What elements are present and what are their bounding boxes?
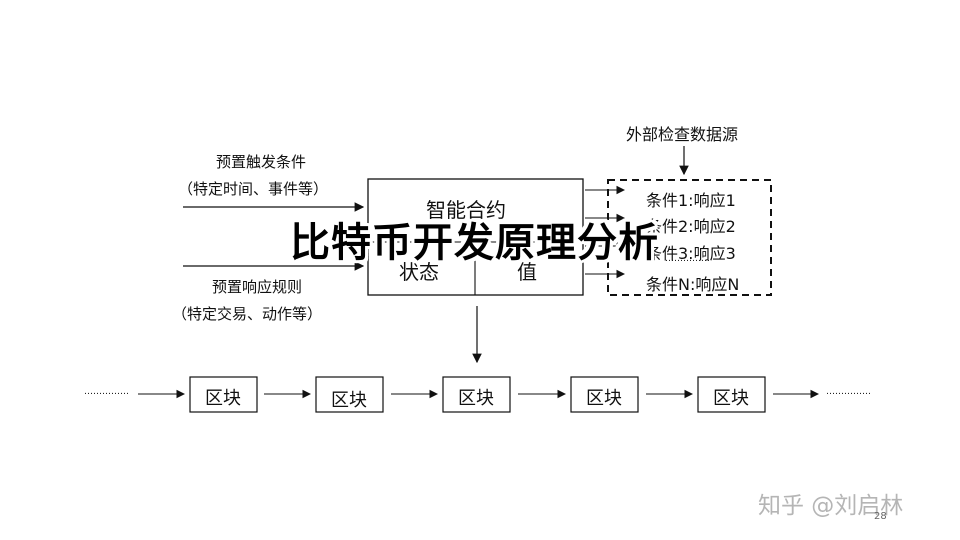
condition-item: 条件2:响应2 [646,217,736,236]
chain-ellipsis-right: …………… [826,387,871,397]
block-box [315,376,384,413]
block-label: 区块 [458,388,494,409]
rule-preset-detail: （特定交易、动作等） [172,305,323,323]
condition-item: 条件3:响应3 [646,244,736,263]
chain-ellipsis-left: …………… [84,387,129,397]
page-title: 比特币开发原理分析 [290,220,659,266]
page-number: 28 [874,511,887,522]
block-label: 区块 [713,388,749,409]
block-box [697,376,766,413]
conditions-box [607,179,772,296]
external-source-label: 外部检查数据源 [626,125,739,144]
block-label: 区块 [331,390,367,411]
smart-contract-value: 值 [517,260,537,284]
watermark: 知乎 @刘启林 [758,493,904,519]
block-label: 区块 [205,388,241,409]
smart-contract-title: 智能合约 [426,198,506,222]
block-box [442,376,511,413]
conditions-ellipsis: …………… [665,254,710,264]
block-label: 区块 [586,388,622,409]
condition-item: 条件N:响应N [646,275,740,294]
trigger-preset-label: 预置触发条件 [216,153,307,171]
block-box [189,376,258,413]
smart-contract-state: 状态 [399,260,439,284]
trigger-preset-detail: （特定时间、事件等） [178,180,329,198]
condition-item: 条件1:响应1 [646,191,736,210]
block-box [570,376,639,413]
rule-preset-label: 预置响应规则 [212,278,303,296]
